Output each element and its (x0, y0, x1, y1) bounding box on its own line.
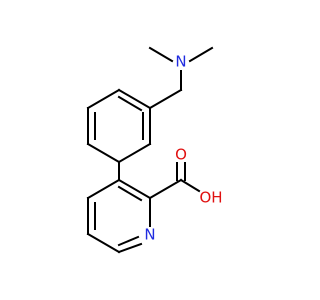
benzene-bond-2 (117, 142, 152, 164)
pyridine-bond-3 (117, 242, 143, 254)
bond-c-o-single (179, 178, 201, 193)
bond-ring-carboxyl (148, 178, 183, 200)
bond-ch2-ring (148, 88, 183, 110)
pyridine-ring (86, 178, 152, 254)
benzene-ring (86, 88, 152, 164)
benzene-inner-double-3 (117, 95, 143, 112)
hydroxyl-o-label: OH (199, 189, 222, 207)
pyridine-bond-1 (117, 178, 152, 200)
pyridine-n-label: N (144, 226, 155, 244)
molecule-drawing: N N O OH (86, 46, 223, 254)
pyridine-bond-4 (86, 232, 121, 254)
bond-methyl-left (148, 46, 174, 63)
carbonyl-o-label: O (175, 146, 187, 164)
bond-methyl-right (188, 46, 214, 63)
amine-n-label: N (175, 53, 186, 71)
structure-diagram: N N O OH (86, 46, 223, 254)
benzene-bond-5 (86, 88, 121, 110)
benzene-bond-3 (86, 142, 121, 164)
benzene-bond-6 (117, 88, 152, 110)
pyridine-inner-double-1 (117, 185, 143, 202)
pyridine-inner-double-3 (117, 235, 140, 247)
dimethylamino-group (148, 46, 214, 110)
pyridine-bond-6 (86, 178, 121, 200)
carboxylic-acid-group (148, 162, 201, 200)
